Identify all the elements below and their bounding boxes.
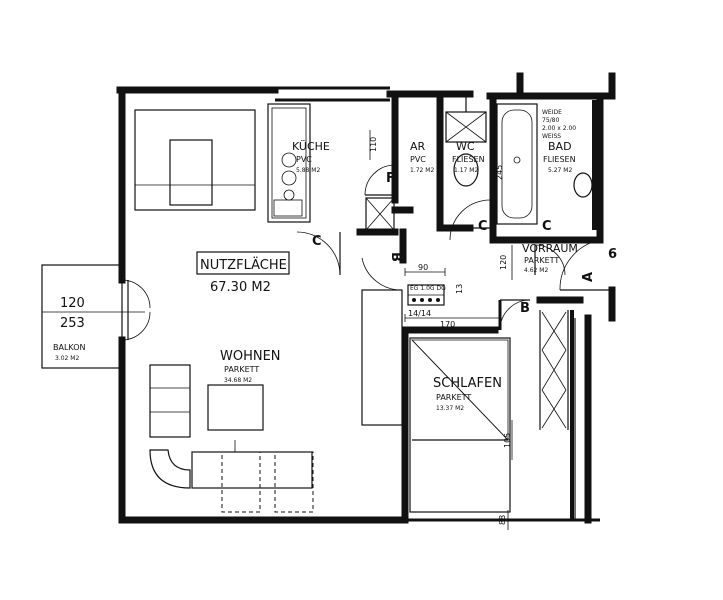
wc-floor: FLIESEN <box>452 155 485 164</box>
dimension-texts: 90 EG 1.0G DG 14/14 170 13 120 245 110 1… <box>369 137 512 525</box>
sofa <box>149 364 191 489</box>
marker-c-bad-left: C <box>478 219 488 234</box>
kueche-area: 5.88 M2 <box>296 167 320 174</box>
balkon-area: 3.02 M2 <box>55 355 79 362</box>
marker-f-ar: F <box>386 171 395 186</box>
bad-floor: FLIESEN <box>543 155 576 164</box>
bath-label-4: WEISS <box>542 133 561 140</box>
bad-name: BAD <box>548 140 572 153</box>
marker-b-vorraum: B <box>520 301 530 316</box>
vorraum-floor: PARKETT <box>524 256 559 265</box>
wohnen-area: 34.68 M2 <box>224 377 252 384</box>
dim-245: 245 <box>495 165 504 180</box>
marker-6-entry: 6 <box>608 247 617 262</box>
tv-bench <box>191 440 314 513</box>
wc-area: 1.17 M2 <box>454 167 478 174</box>
wohnen-floor: PARKETT <box>224 365 259 374</box>
bed <box>409 337 511 513</box>
kueche-name: KÜCHE <box>292 140 330 153</box>
vorraum-name: VORRAUM <box>522 242 578 255</box>
dining-table <box>134 109 256 211</box>
bad-area: 5.27 M2 <box>548 167 572 174</box>
dim-88: 88 <box>498 515 507 525</box>
ar-area: 1.72 M2 <box>410 167 434 174</box>
balkon-door-width: 120 <box>60 296 85 311</box>
doors <box>121 164 612 426</box>
outer-walls <box>116 72 616 524</box>
wc-name: WC <box>456 140 475 153</box>
marker-c-kueche: C <box>312 234 322 249</box>
room-labels: NUTZFLÄCHE 67.30 M2 KÜCHE PVC 5.88 M2 AR… <box>53 109 578 412</box>
wardrobe <box>541 310 574 520</box>
bath-label-3: 2.00 x 2.00 <box>542 125 576 132</box>
ar-name: AR <box>410 140 426 153</box>
dim-120: 120 <box>499 255 508 270</box>
bath-label-1: WEIDE <box>542 109 562 116</box>
dim-eg-note: EG 1.0G DG <box>410 285 446 292</box>
schlafen-name: SCHLAFEN <box>433 376 502 391</box>
nutzflaeche-label: NUTZFLÄCHE <box>200 257 287 273</box>
marker-a-entry: A <box>581 272 596 282</box>
dimension-lines <box>41 130 513 530</box>
nutzflaeche-area: 67.30 M2 <box>210 280 271 295</box>
balkon-door-height: 253 <box>60 316 85 331</box>
dim-90: 90 <box>418 263 428 272</box>
wohnen-name: WOHNEN <box>220 349 281 364</box>
vorraum-area: 4.62 M2 <box>524 267 548 274</box>
dim-105: 105 <box>503 433 512 448</box>
kueche-floor: PVC <box>296 155 312 164</box>
dim-13: 13 <box>455 284 464 294</box>
dim-110: 110 <box>369 137 378 152</box>
nutzflaeche-box <box>196 251 290 275</box>
coffee-table <box>207 384 264 431</box>
ar-floor: PVC <box>410 155 426 164</box>
markers: C C C B B F A 6 <box>312 171 617 316</box>
kitchen-counter <box>267 103 311 223</box>
dim-14-14: 14/14 <box>408 309 431 318</box>
bath-fixtures <box>445 96 598 230</box>
schlafen-area: 13.37 M2 <box>436 405 464 412</box>
marker-b-kueche: B <box>388 252 403 262</box>
dim-170: 170 <box>440 320 455 329</box>
schlafen-floor: PARKETT <box>436 393 471 402</box>
marker-c-bad-right: C <box>542 219 552 234</box>
balkon-name: BALKON <box>53 343 86 352</box>
bath-label-2: 75/80 <box>542 117 559 124</box>
